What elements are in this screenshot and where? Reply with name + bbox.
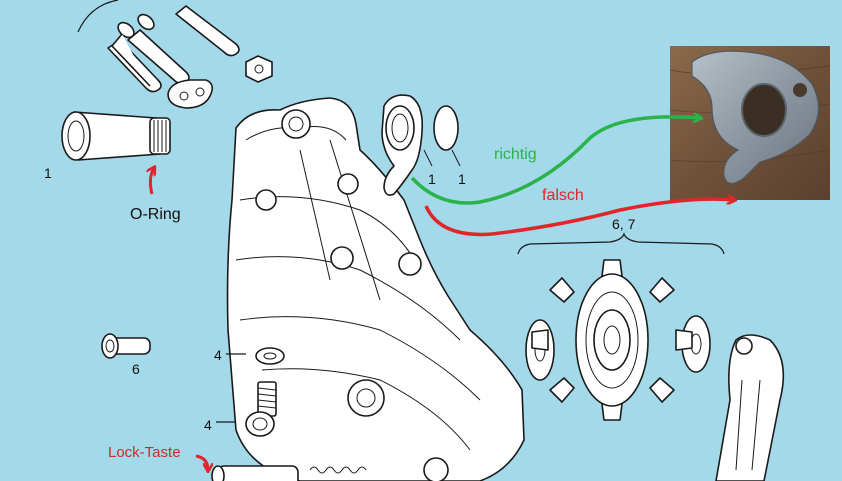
annotation-lock-taste: Lock-Taste (108, 444, 181, 461)
double-eyelet (167, 79, 214, 109)
lock-pin-and-spring (211, 465, 367, 481)
bolt-part-4 (245, 381, 277, 437)
label-part-6: 6 (132, 361, 140, 377)
hanger-bushing (381, 94, 424, 196)
label-part-1-a: 1 (428, 171, 436, 187)
top-bracket-arc (77, 0, 119, 33)
pulley-group-bracket (517, 232, 725, 255)
washer-part-4 (255, 347, 285, 365)
hanger-o-ring (433, 105, 459, 151)
falsch-arrow (424, 199, 734, 237)
label-part-6-7: 6, 7 (612, 216, 636, 232)
label-part-1-left: 1 (44, 165, 52, 181)
richtig-arrow (410, 117, 700, 205)
pulley-wheel (531, 259, 693, 421)
lock-taste-pointer-arrow (195, 454, 208, 470)
bushing-part-6 (101, 333, 151, 359)
label-part-1-b: 1 (458, 171, 466, 187)
hanger-photo-inset (669, 46, 831, 200)
annotation-richtig: richtig (494, 146, 537, 163)
derailleur-body (226, 97, 525, 481)
cage-plate (715, 334, 785, 481)
pins (107, 5, 240, 93)
annotation-o-ring: O-Ring (130, 206, 181, 223)
small-nut (245, 55, 273, 83)
label-part-4-top: 4 (214, 347, 222, 363)
pulley-washer-left (525, 319, 555, 381)
annotation-falsch: falsch (542, 187, 584, 204)
o-ring-pointer-arrow (150, 168, 154, 195)
label-part-4-bottom: 4 (204, 417, 212, 433)
sleeve-part-1 (61, 111, 171, 161)
